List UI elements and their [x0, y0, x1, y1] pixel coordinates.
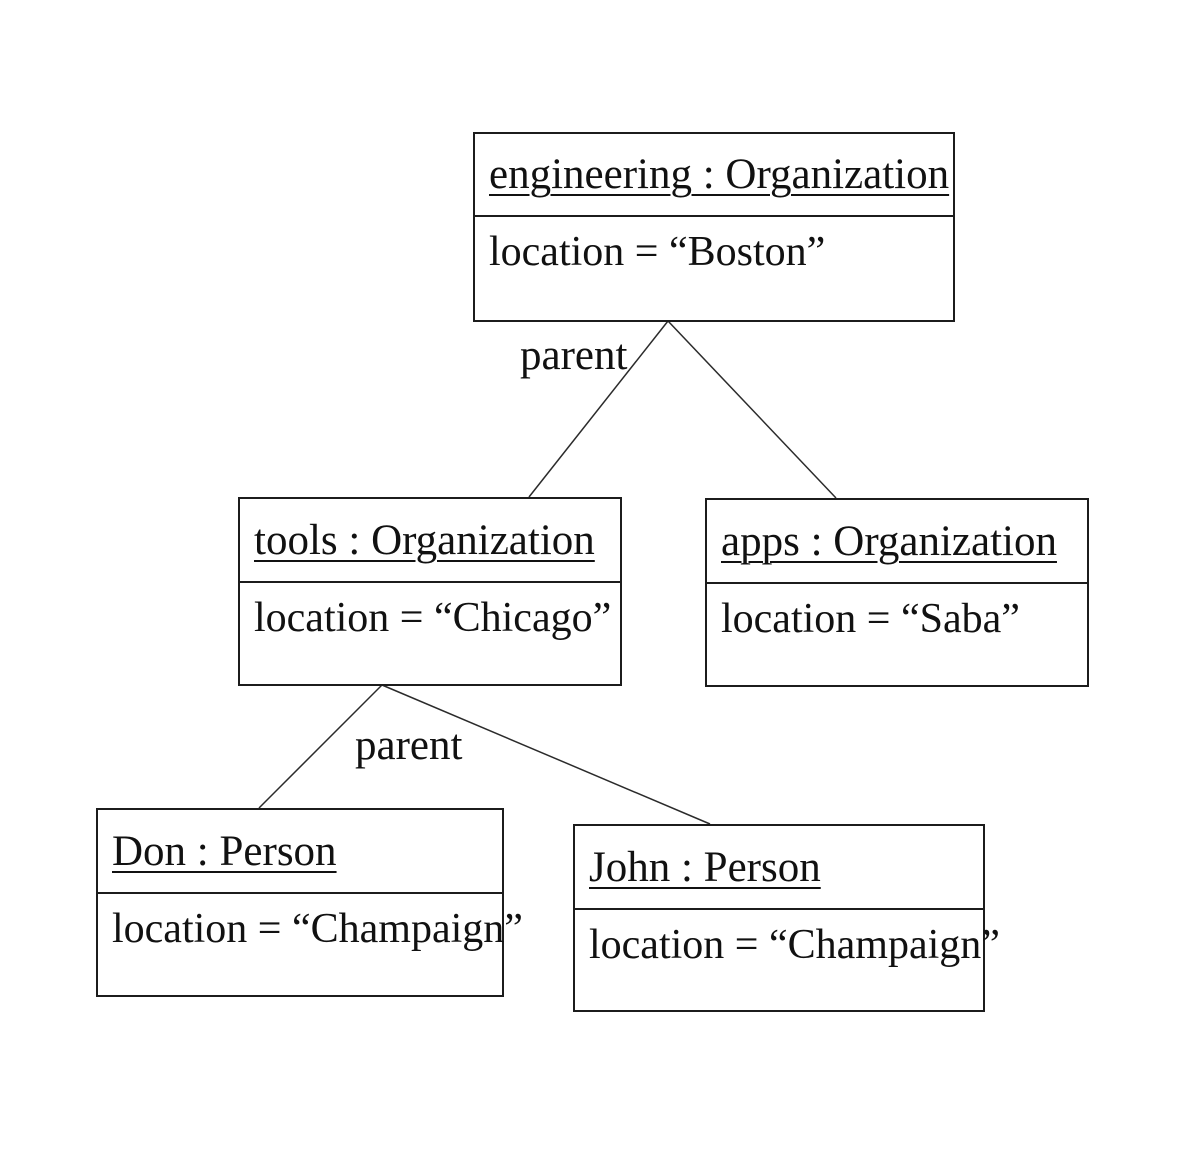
object-engineering-title-compartment: engineering : Organization [475, 134, 953, 217]
object-tools-attribute-compartment: location = “Chicago” [240, 583, 620, 641]
object-don-attribute-compartment: location = “Champaign” [98, 894, 523, 952]
edge-engineering-apps [667, 320, 837, 499]
edge-label-parent-upper: parent [520, 332, 628, 379]
object-don-attribute-label: location = “Champaign” [112, 906, 523, 952]
object-john: John : Person location = “Champaign” [573, 824, 1000, 1012]
object-engineering-name-label: engineering : Organization [489, 151, 950, 198]
object-apps-attribute-compartment: location = “Saba” [707, 584, 1087, 642]
object-apps-name-label: apps : Organization [721, 517, 1057, 565]
object-engineering-attribute-compartment: location = “Boston” [475, 217, 953, 275]
object-apps: apps : Organization location = “Saba” [705, 498, 1089, 687]
edge-engineering-tools [528, 320, 669, 498]
object-apps-attribute-label: location = “Saba” [721, 596, 1020, 642]
object-tools-attribute-label: location = “Chicago” [254, 595, 612, 641]
object-apps-title-compartment: apps : Organization [707, 500, 1087, 584]
edge-label-parent-lower: parent [355, 722, 463, 769]
object-tools-name-label: tools : Organization [254, 516, 595, 564]
object-john-attribute-label: location = “Champaign” [589, 922, 1000, 968]
object-tools: tools : Organization location = “Chicago… [238, 497, 622, 686]
edge-tools-john [381, 684, 711, 825]
object-john-title-compartment: John : Person [575, 826, 983, 910]
object-don-name-label: Don : Person [112, 827, 337, 875]
object-john-name-label: John : Person [589, 843, 821, 891]
object-engineering: engineering : Organization location = “B… [473, 132, 955, 322]
edge-tools-don [258, 684, 383, 809]
object-john-attribute-compartment: location = “Champaign” [575, 910, 1000, 968]
object-engineering-attribute-label: location = “Boston” [489, 229, 826, 275]
object-don-title-compartment: Don : Person [98, 810, 502, 894]
object-don: Don : Person location = “Champaign” [96, 808, 523, 997]
object-tools-title-compartment: tools : Organization [240, 499, 620, 583]
